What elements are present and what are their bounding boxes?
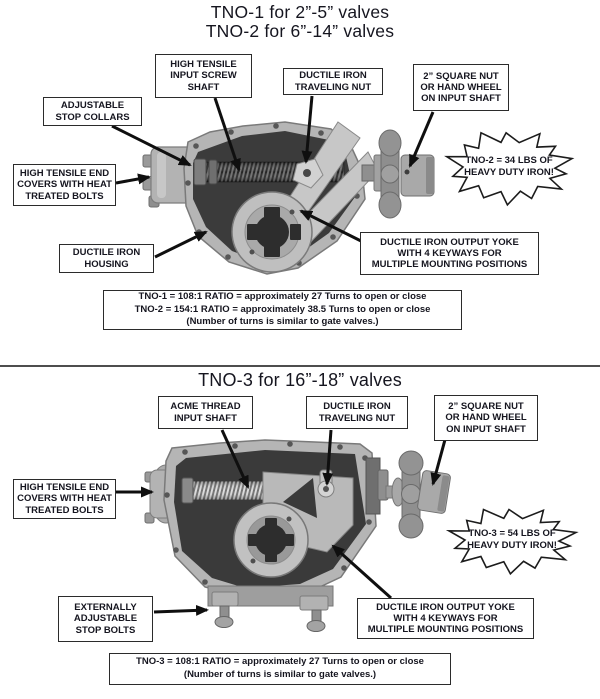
input-hand-knob [361,129,435,219]
starburst-tno3-weight [445,508,579,576]
arrow-input-screw-shaft [213,97,241,172]
diagram-tno12 [111,95,575,275]
ratio-line-1: TNO-3 = 108:1 RATIO = approximately 27 T… [136,656,424,668]
leader-arrows-2 [116,429,448,616]
callout-housing: DUCTILE IRON HOUSING [59,244,154,273]
arrow-square-nut [408,111,435,168]
callout-end-covers-2: HIGH TENSILE END COVERS WITH HEAT TREATE… [13,479,116,519]
section1-title-line1: TNO-1 for 2”-5” valves [210,2,390,22]
arrow-output-yoke [299,209,362,243]
callout-output-yoke-2: DUCTILE IRON OUTPUT YOKE WITH 4 KEYWAYS … [357,598,534,639]
section1-title: TNO-1 for 2”-5” valves TNO-2 for 6”-14” … [0,2,600,42]
callout-traveling-nut-1: DUCTILE IRON TRAVELING NUT [283,68,383,95]
section-divider [0,365,600,367]
callout-stop-bolts: EXTERNALLY ADJUSTABLE STOP BOLTS [58,596,153,642]
section1-title-line2: TNO-2 for 6”-14” valves [205,21,395,42]
diagram-tno3 [116,429,579,632]
arrow-traveling-nut [322,429,334,486]
callout-input-screw-shaft: HIGH TENSILE INPUT SCREW SHAFT [155,54,252,98]
output-yoke [233,502,309,578]
arrow-square-nut [430,435,448,486]
arrow-housing [154,230,208,259]
ratio-line-2: (Number of turns is similar to gate valv… [183,669,377,680]
section2-title: TNO-3 for 16”-18” valves [0,370,600,391]
base-and-stop-bolts [207,585,334,632]
ratio-note-tno12: TNO-1 = 108:1 RATIO = approximately 27 T… [103,290,462,330]
stop-collar [193,158,207,186]
starburst-tno2-weight [444,131,575,207]
input-hand-knob [365,450,451,539]
ratio-line-2: TNO-2 = 154:1 RATIO = approximately 38.5… [134,303,431,315]
callout-traveling-nut-2: DUCTILE IRON TRAVELING NUT [306,396,408,429]
arrow-stop-collars [111,124,192,167]
leader-arrows-1 [111,95,435,259]
callout-square-nut-1: 2” SQUARE NUT OR HAND WHEEL ON INPUT SHA… [413,64,509,111]
output-yoke [231,191,313,273]
arrow-stop-bolts [153,604,209,616]
arrow-traveling-nut [301,95,314,164]
ratio-note-tno3: TNO-3 = 108:1 RATIO = approximately 27 T… [109,653,451,685]
arrow-acme-shaft [220,429,250,489]
ratio-line-3: (Number of turns is similar to gate valv… [186,316,379,328]
callout-end-covers-1: HIGH TENSILE END COVERS WITH HEAT TREATE… [13,164,116,206]
callout-square-nut-2: 2” SQUARE NUT OR HAND WHEEL ON INPUT SHA… [434,395,538,441]
yoke-arm [279,121,379,246]
callout-acme-shaft: ACME THREAD INPUT SHAFT [158,396,253,429]
stop-collar [208,159,218,185]
starburst-text-tno2: TNO-2 = 34 LBS OF HEAVY DUTY IRON! [464,155,554,179]
square-nut [417,470,451,514]
starburst-text-tno3: TNO-3 = 54 LBS OF HEAVY DUTY IRON! [467,528,557,552]
callout-output-yoke-1: DUCTILE IRON OUTPUT YOKE WITH 4 KEYWAYS … [360,232,539,275]
arrow-output-yoke [331,544,393,600]
section2-title-line: TNO-3 for 16”-18” valves [198,370,402,390]
arrow-end-covers [115,173,151,185]
ratio-line-1: TNO-1 = 108:1 RATIO = approximately 27 T… [138,291,427,303]
callout-stop-collars: ADJUSTABLE STOP COLLARS [43,97,142,126]
